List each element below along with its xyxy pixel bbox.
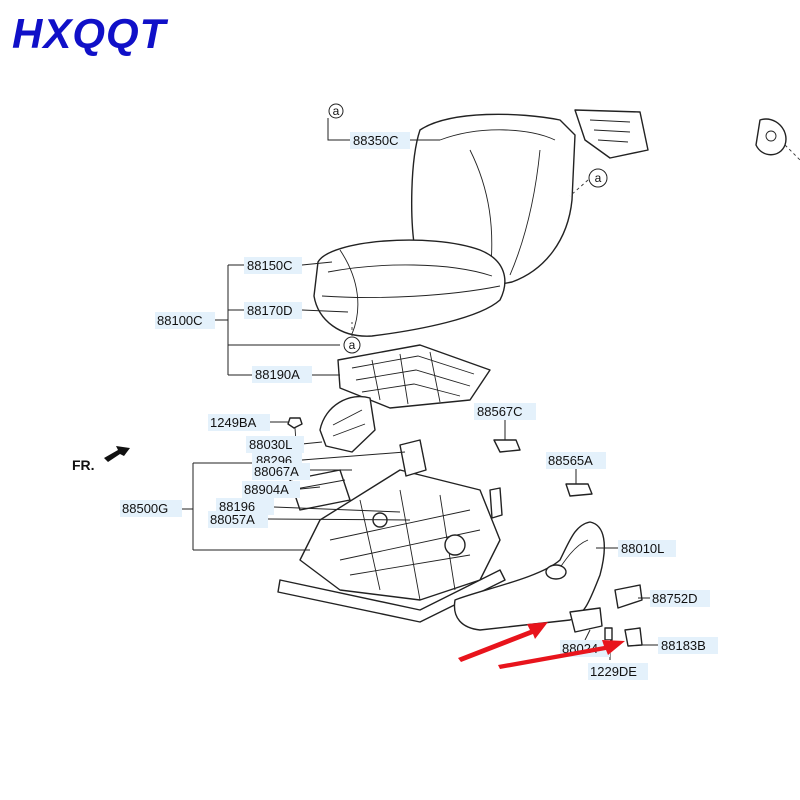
svg-text:88565A: 88565A (548, 453, 593, 468)
svg-text:88190A: 88190A (255, 367, 300, 382)
svg-text:88183B: 88183B (661, 638, 706, 653)
part-label-88057A: 88057A (208, 511, 268, 528)
part-label-1229DE: 1229DE (588, 663, 648, 680)
part-label-88100C: 88100C (155, 312, 215, 329)
part-label-88010L: 88010L (618, 540, 676, 557)
bracket-88030L-drawing (319, 395, 376, 453)
front-arrow-icon (104, 446, 130, 462)
svg-text:88350C: 88350C (353, 133, 399, 148)
part-label-88190A: 88190A (252, 366, 312, 383)
svg-text:88010L: 88010L (621, 541, 664, 556)
part-label-88183B: 88183B (658, 637, 718, 654)
front-direction-marker: FR. (72, 446, 130, 473)
svg-text:88904A: 88904A (244, 482, 289, 497)
clip-88567C-drawing (493, 439, 521, 453)
seat-frame-drawing (277, 439, 506, 623)
svg-text:1249BA: 1249BA (210, 415, 257, 430)
cushion-pad-drawing (337, 344, 491, 409)
svg-text:88057A: 88057A (210, 512, 255, 527)
seat-cushion-drawing (313, 239, 506, 337)
part-label-88067A: 88067A (252, 463, 310, 480)
svg-text:88030L: 88030L (249, 437, 292, 452)
callout-a-cushion: a (343, 336, 361, 354)
svg-text:88100C: 88100C (157, 313, 203, 328)
recliner-fragment-drawing (755, 118, 800, 161)
part-label-88752D: 88752D (650, 590, 710, 607)
svg-text:88196: 88196 (219, 499, 255, 514)
svg-text:88170D: 88170D (247, 303, 293, 318)
part-label-88196: 88196 (216, 498, 274, 515)
side-cover-drawing (453, 521, 643, 647)
svg-text:88500G: 88500G (122, 501, 168, 516)
svg-text:88150C: 88150C (247, 258, 293, 273)
svg-text:a: a (595, 171, 602, 185)
leader-lines (182, 118, 658, 660)
part-label-88904A: 88904A (242, 481, 300, 498)
highlight-arrow-upper (458, 622, 548, 662)
callout-a-top: a (328, 103, 344, 119)
front-direction-label: FR. (72, 457, 95, 473)
svg-text:a: a (349, 338, 356, 352)
part-label-88170D: 88170D (244, 302, 302, 319)
part-label-88150C: 88150C (244, 257, 302, 274)
part-label-88350C: 88350C (350, 132, 410, 149)
part-label-88565A: 88565A (546, 452, 606, 469)
svg-text:1229DE: 1229DE (590, 664, 637, 679)
svg-text:88067A: 88067A (254, 464, 299, 479)
part-label-88500G: 88500G (120, 500, 182, 517)
brand-watermark: HXQQT (12, 10, 167, 57)
callout-a-right: a (588, 168, 608, 188)
highlight-arrow-lower (498, 640, 625, 669)
svg-text:88752D: 88752D (652, 591, 698, 606)
svg-text:88567C: 88567C (477, 404, 523, 419)
part-label-88567C: 88567C (474, 403, 536, 420)
part-label-1249BA: 1249BA (208, 414, 270, 431)
svg-text:a: a (333, 104, 340, 118)
part-label-88030L: 88030L (246, 436, 304, 453)
clip-88565A-drawing (565, 483, 593, 497)
